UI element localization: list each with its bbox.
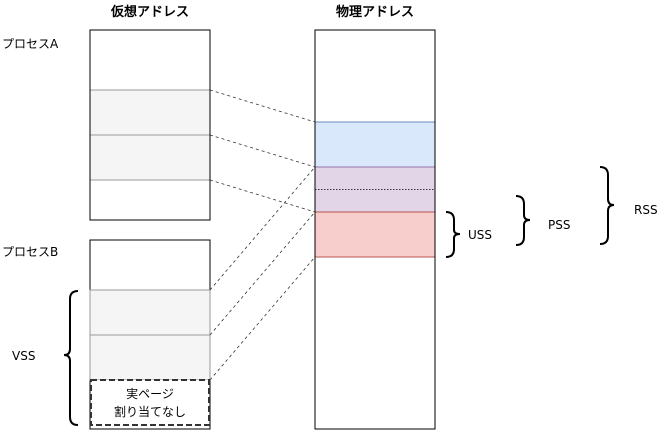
process-a-virtual-space (89, 29, 211, 221)
process-b-virtual-space: 実ページ 割り当てなし (89, 239, 211, 430)
physical-memory (314, 29, 436, 430)
page-block (89, 289, 211, 336)
page-block (89, 134, 211, 181)
unallocated-label-line1: 実ページ (126, 386, 174, 401)
pss-brace (515, 195, 531, 246)
rss-label: RSS (634, 203, 658, 217)
page-block (89, 89, 211, 136)
unallocated-label-line2: 割り当てなし (114, 404, 186, 419)
physical-address-header: 物理アドレス (336, 4, 414, 20)
uss-brace (445, 211, 461, 258)
uss-label: USS (468, 228, 492, 242)
rss-brace (599, 166, 615, 245)
private-page-block (314, 211, 436, 258)
vss-brace (63, 290, 79, 426)
unallocated-page-block (90, 379, 210, 426)
process-b-label: プロセスB (2, 245, 58, 259)
mapping-lines (209, 89, 316, 381)
pss-label: PSS (548, 218, 570, 232)
page-block (89, 334, 211, 381)
virtual-address-header: 仮想アドレス (110, 4, 189, 20)
process-a-label: プロセスA (2, 37, 59, 51)
shared-page-block (314, 121, 436, 168)
vss-label: VSS (12, 349, 35, 363)
